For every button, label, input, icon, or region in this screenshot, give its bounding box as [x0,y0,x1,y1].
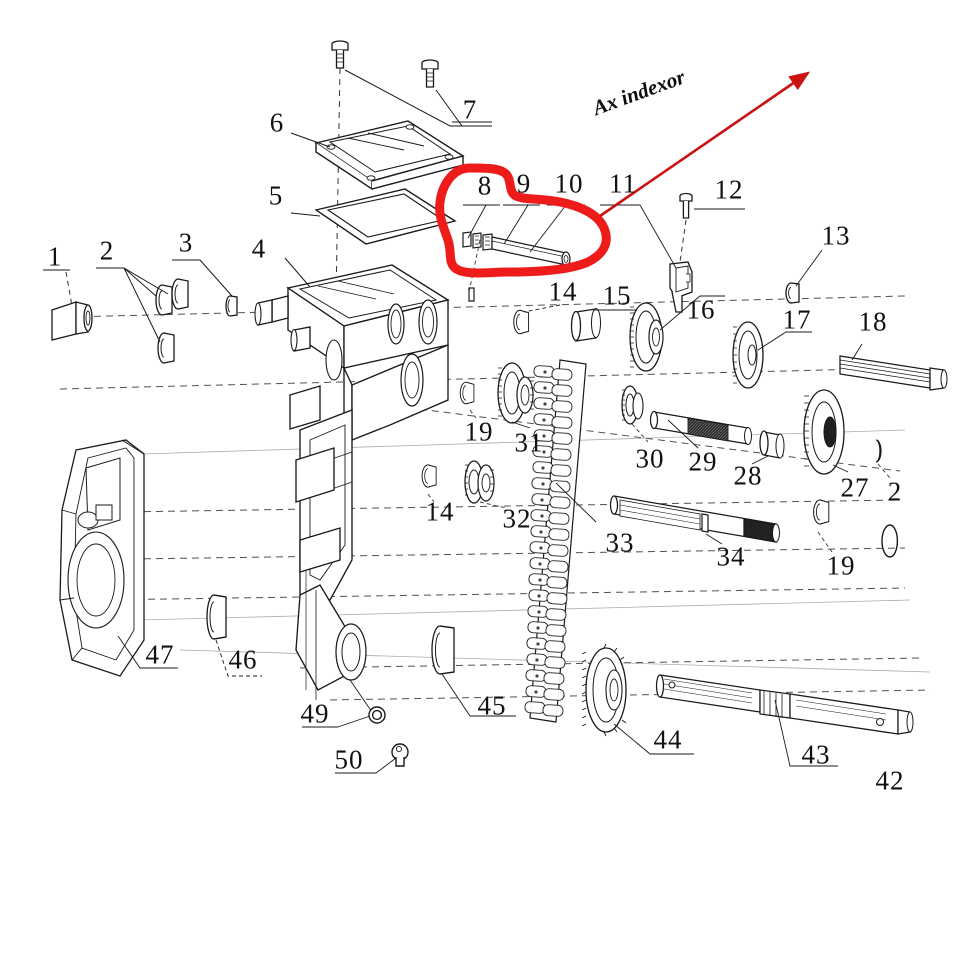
callout-30: 30 [635,443,665,474]
callout-33: 33 [605,527,635,558]
callout-50: 50 [334,744,364,775]
callout-9: 9 [516,168,532,199]
callout-12: 12 [714,174,744,205]
callout-2a: 2 [99,235,115,266]
callout-11: 11 [609,168,637,199]
callout-4: 4 [251,233,267,264]
callout-3: 3 [178,227,194,258]
callout-5: 5 [268,180,284,211]
callout-32: 32 [502,503,532,534]
callout-34: 34 [716,541,746,572]
callout-2b: 2 [887,476,903,507]
callout-15: 15 [602,280,632,311]
callout-17: 17 [782,304,812,335]
callout-28: 28 [733,460,763,491]
callout-47: 47 [145,639,175,670]
callout-19a: 19 [464,416,494,447]
callout-43: 43 [801,739,831,770]
callout-46: 46 [228,644,258,675]
callout-14a: 14 [548,276,578,307]
callout-29: 29 [688,446,718,477]
callout-42: 42 [875,765,905,796]
callout-18: 18 [858,306,888,337]
callout-16: 16 [686,294,716,325]
callout-27: 27 [840,472,870,503]
callout-1: 1 [47,241,63,272]
callout-8: 8 [477,170,493,201]
callout-44: 44 [653,724,683,755]
callout-7: 7 [462,94,478,125]
callout-31: 31 [514,427,544,458]
callout-6: 6 [269,107,285,138]
callout-13: 13 [821,220,851,251]
callout-45: 45 [477,690,507,721]
callout-49: 49 [300,698,330,729]
callout-14b: 14 [425,496,455,527]
callout-19b: 19 [826,550,856,581]
callout-10: 10 [554,168,584,199]
